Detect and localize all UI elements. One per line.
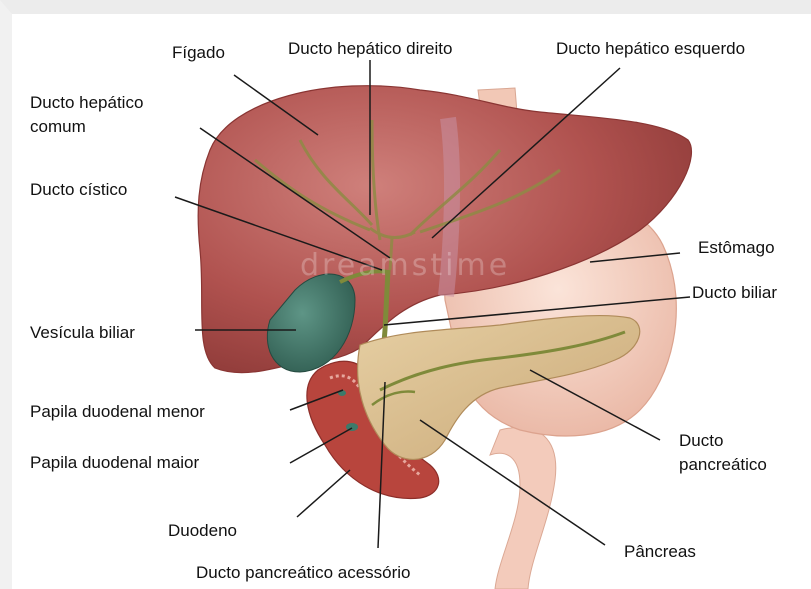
label-papila-maior: Papila duodenal maior bbox=[30, 452, 199, 473]
label-ducto-hepatico-comum-line1: Ducto hepático bbox=[30, 92, 143, 113]
label-ducto-pancreatico-acessorio: Ducto pancreático acessório bbox=[196, 562, 411, 583]
label-ducto-pancreatico-line2: pancreático bbox=[679, 454, 767, 475]
label-ducto-hepatico-direito: Ducto hepático direito bbox=[288, 38, 452, 59]
label-ducto-hepatico-esquerdo: Ducto hepático esquerdo bbox=[556, 38, 745, 59]
label-duodeno: Duodeno bbox=[168, 520, 237, 541]
label-vesicula-biliar: Vesícula biliar bbox=[30, 322, 135, 343]
label-ducto-pancreatico-line1: Ducto bbox=[679, 430, 723, 451]
label-papila-menor: Papila duodenal menor bbox=[30, 401, 205, 422]
label-estomago: Estômago bbox=[698, 237, 775, 258]
label-pancreas: Pâncreas bbox=[624, 541, 696, 562]
jejunum bbox=[490, 427, 556, 589]
label-ducto-cistico: Ducto cístico bbox=[30, 179, 127, 200]
label-ducto-hepatico-comum-line2: comum bbox=[30, 116, 86, 137]
label-ducto-biliar: Ducto biliar bbox=[692, 282, 777, 303]
label-figado: Fígado bbox=[172, 42, 225, 63]
watermark: dreamstime bbox=[300, 248, 510, 283]
